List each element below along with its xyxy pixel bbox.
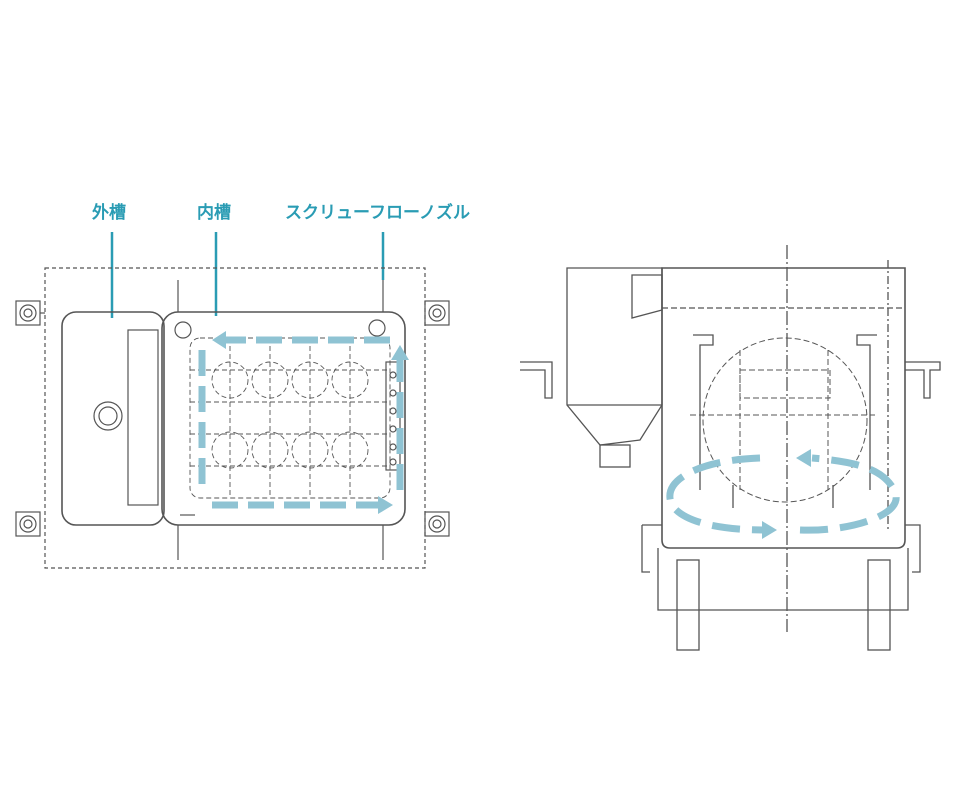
side-view <box>520 245 941 651</box>
label-inner-tank: 内槽 <box>197 203 231 223</box>
top-view <box>15 267 450 569</box>
nozzle-icons <box>389 371 397 466</box>
arrowheads-top <box>212 331 409 514</box>
leader-lines <box>110 232 385 318</box>
arrowheads-side <box>762 449 811 539</box>
inner-tank <box>161 311 406 526</box>
outer-tank <box>61 311 165 526</box>
flow-arrows-side <box>666 454 900 534</box>
bolt-icons <box>15 300 450 537</box>
flow-arrows-top <box>198 336 404 509</box>
label-outer-tank: 外槽 <box>92 203 126 223</box>
label-screw-flow-nozzle: スクリューフローノズル <box>285 203 470 223</box>
